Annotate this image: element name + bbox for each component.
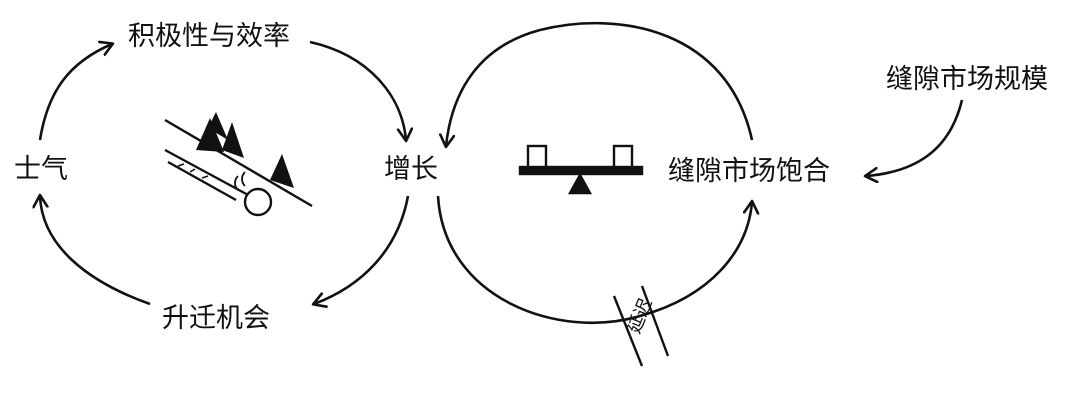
arrow-nichesize-to-saturation (866, 99, 964, 176)
node-promotion: 升迁机会 (162, 303, 270, 334)
arrow-morale-to-efficiency (38, 44, 112, 141)
arrow-growth-to-saturation-delayed (436, 195, 752, 324)
node-morale: 士气 (14, 154, 68, 185)
delay-marker (612, 285, 670, 367)
arrow-promotion-to-morale (40, 196, 151, 306)
arrow-saturation-to-growth (446, 21, 754, 146)
node-market-saturation: 缝隙市场饱合 (668, 156, 830, 187)
balance-icon (518, 144, 644, 195)
snowball-icon (164, 112, 313, 217)
node-growth: 增长 (384, 154, 438, 185)
arrow-growth-to-promotion (314, 195, 410, 304)
arrow-efficiency-to-growth (309, 40, 406, 140)
node-niche-market-size: 缝隙市场规模 (886, 64, 1048, 95)
node-efficiency: 积极性与效率 (128, 21, 290, 52)
